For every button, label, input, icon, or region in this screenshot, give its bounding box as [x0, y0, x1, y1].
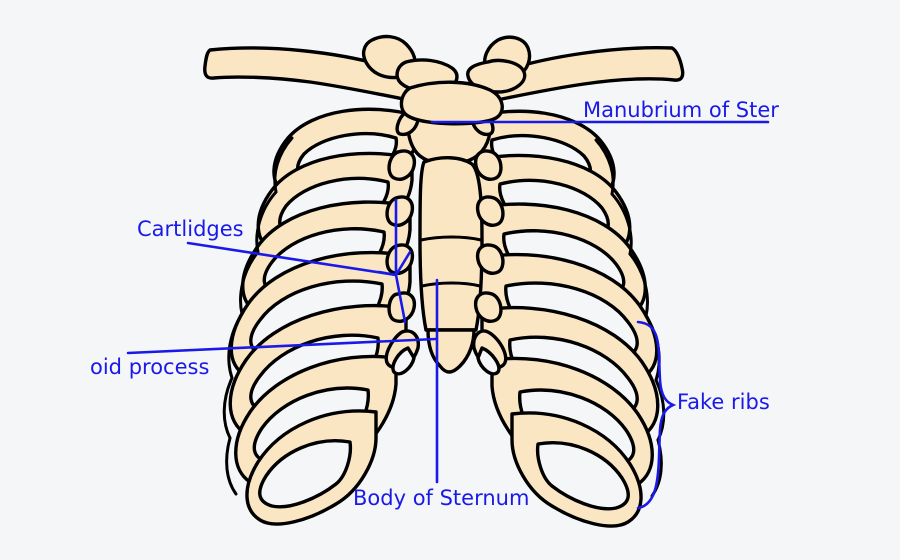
ribs-left	[222, 107, 420, 526]
cartlidges-fan-down	[394, 273, 407, 324]
cartlidges-fan-mid	[394, 250, 412, 277]
leader-lines	[126, 120, 770, 510]
cartlidges-leader-line	[186, 241, 398, 277]
cartlidges-fan-left	[377, 270, 398, 277]
label-xiphoid-process: oid process	[90, 355, 210, 379]
label-cartlidges: Cartlidges	[137, 217, 244, 241]
sternum-body	[418, 156, 484, 332]
label-fake-ribs: Fake ribs	[677, 390, 770, 414]
costal-cartilage	[384, 107, 508, 376]
clavicles	[203, 34, 685, 126]
label-manubrium-of-sternum: Manubrium of Ster	[583, 98, 779, 122]
label-body-of-sternum: Body of Sternum	[353, 486, 530, 510]
fake-ribs-brace	[636, 320, 677, 510]
xiphoid-process	[426, 328, 476, 374]
xiphoid-leader-line	[126, 337, 438, 355]
ribs-right	[468, 109, 666, 528]
